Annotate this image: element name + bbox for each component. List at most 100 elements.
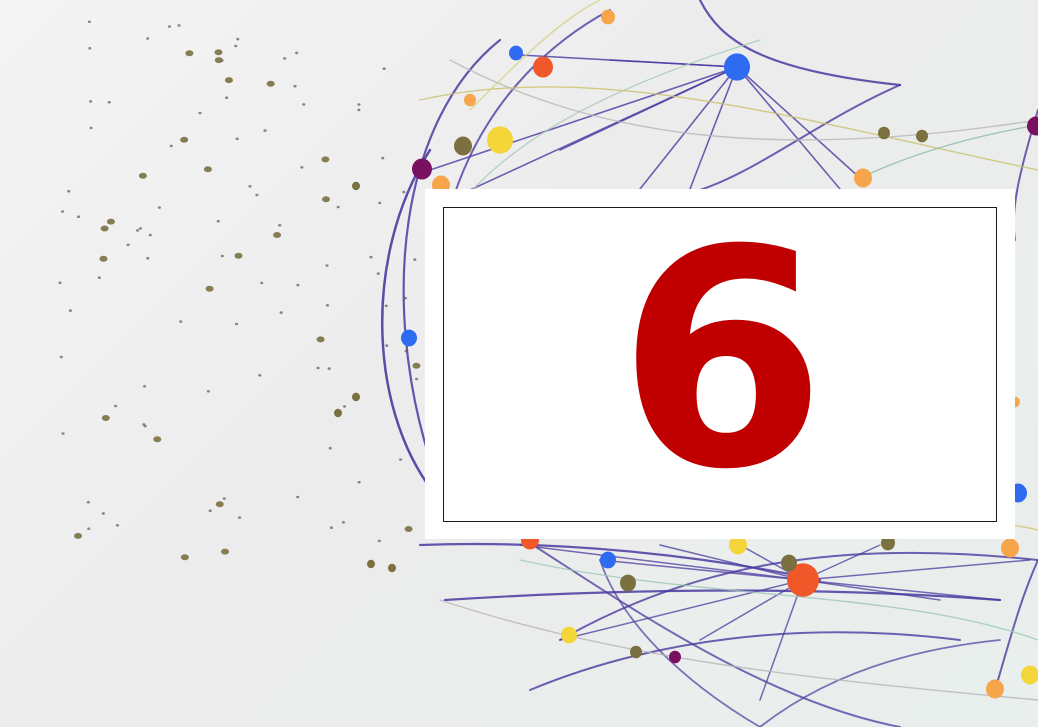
network-line: [419, 86, 1038, 171]
network-node: [724, 53, 750, 81]
number-card-frame: 6: [443, 207, 997, 522]
network-node: [916, 129, 928, 143]
network-line: [469, 0, 601, 111]
particle: [369, 255, 373, 259]
network-node: [601, 9, 615, 25]
particle: [198, 111, 202, 115]
network-node: [401, 329, 417, 347]
particle: [258, 374, 262, 377]
particle: [293, 84, 297, 88]
particle: [114, 404, 118, 408]
network-line: [736, 66, 861, 179]
network-line: [559, 66, 738, 151]
network-line: [599, 559, 804, 581]
particle: [89, 100, 93, 103]
network-line: [524, 539, 901, 727]
network-node: [352, 392, 360, 402]
floating-particles: [58, 20, 421, 561]
network-line: [381, 148, 442, 502]
particle: [296, 495, 300, 499]
particle: [295, 51, 299, 55]
particle: [234, 44, 238, 48]
particle: [402, 190, 406, 194]
network-node: [388, 563, 396, 573]
particle: [404, 526, 413, 532]
particle: [153, 436, 162, 443]
network-node: [986, 679, 1004, 699]
particle: [415, 377, 419, 381]
particle: [87, 20, 91, 24]
particle: [413, 258, 417, 261]
particle: [146, 37, 150, 40]
network-line: [699, 84, 901, 191]
particle: [412, 362, 421, 369]
particle: [215, 501, 224, 508]
particle: [101, 415, 110, 421]
particle: [58, 281, 62, 285]
network-node: [854, 168, 872, 188]
particle: [106, 218, 115, 225]
network-node: [352, 181, 360, 191]
network-line: [519, 54, 738, 68]
network-line: [759, 579, 804, 701]
particle: [138, 227, 142, 230]
particle: [126, 243, 130, 247]
particle: [68, 309, 72, 312]
particle: [403, 296, 407, 300]
network-line: [759, 639, 1001, 727]
particle: [278, 223, 282, 227]
particle: [221, 548, 229, 555]
particle: [234, 252, 243, 259]
particle: [384, 304, 388, 308]
network-line: [736, 66, 841, 190]
particle: [224, 77, 233, 84]
particle: [77, 215, 81, 218]
big-number: 6: [617, 185, 827, 535]
network-node: [1021, 665, 1038, 685]
network-line: [418, 542, 822, 582]
network-node: [464, 93, 476, 107]
particle: [260, 281, 264, 285]
network-line: [802, 579, 1001, 601]
network-node: [781, 554, 797, 572]
particle: [234, 322, 239, 326]
network-line: [559, 579, 804, 641]
network-line: [519, 559, 1038, 641]
particle: [236, 37, 240, 41]
particle: [381, 156, 385, 160]
particle: [135, 229, 140, 232]
particle: [341, 521, 345, 524]
particle: [385, 344, 389, 347]
particle: [329, 526, 333, 529]
network-line: [402, 38, 502, 462]
network-line: [689, 66, 738, 190]
particle: [87, 527, 91, 530]
particle: [255, 193, 259, 197]
particle: [216, 219, 220, 223]
particle: [74, 532, 82, 539]
particle: [214, 57, 223, 64]
network-line: [599, 559, 761, 727]
particle: [238, 516, 242, 519]
network-node: [334, 408, 342, 418]
network-line: [449, 59, 1038, 141]
network-node: [533, 56, 553, 78]
network-line: [659, 544, 804, 581]
network-node: [509, 45, 523, 61]
particle: [225, 96, 229, 99]
particle: [220, 254, 224, 258]
particle: [302, 103, 306, 106]
particle: [169, 144, 173, 148]
particle: [61, 432, 65, 435]
particle: [404, 349, 408, 353]
network-node: [561, 626, 577, 644]
particle: [206, 390, 210, 393]
particle: [60, 210, 65, 213]
particle: [296, 283, 300, 287]
particle: [322, 196, 330, 203]
particle: [214, 49, 223, 56]
particle: [321, 156, 330, 163]
particle: [59, 355, 63, 359]
particle: [185, 50, 194, 57]
network-line: [859, 124, 1038, 179]
